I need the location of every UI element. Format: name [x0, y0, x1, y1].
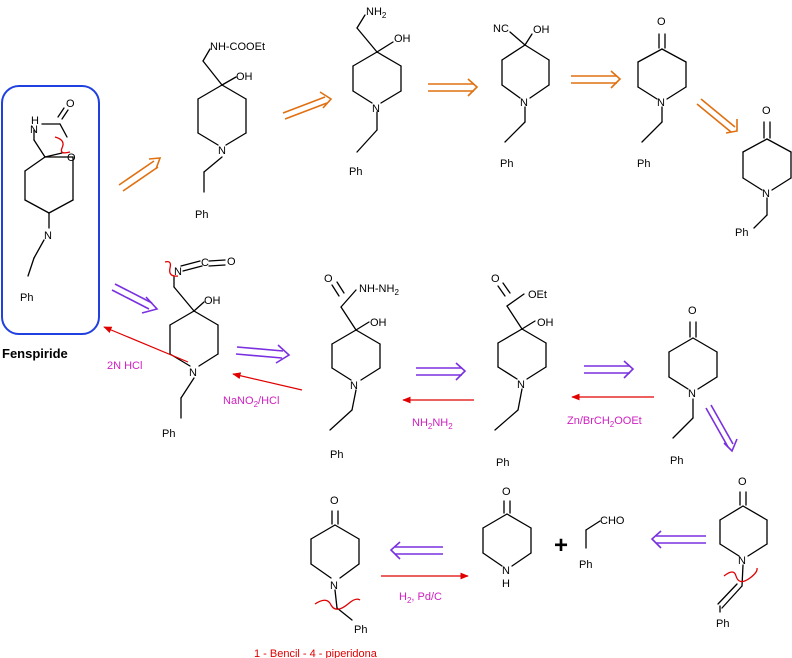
retro-arrow-purple-4	[584, 360, 635, 379]
atom-Ph: Ph	[330, 449, 343, 461]
atom-O: O	[491, 273, 500, 285]
reagent-hcl: 2N HCl	[107, 360, 142, 372]
retro-arrow-purple-6	[650, 530, 706, 549]
atom-OH: OH	[204, 295, 221, 307]
atom-O: O	[738, 476, 747, 488]
atom-Ph: Ph	[735, 227, 748, 239]
aminomethyl-structure	[352, 14, 402, 153]
atom-Ph: Ph	[354, 624, 367, 636]
atom-Ph: Ph	[162, 428, 175, 440]
atom-N: N	[330, 580, 338, 592]
retro-arrow-orange-1	[118, 157, 162, 192]
atom-N: N	[174, 266, 182, 278]
atom-O: O	[502, 486, 511, 498]
atom-N: N	[502, 565, 510, 577]
atom-hydrazide: NH-NH2	[359, 283, 399, 297]
atom-N: N	[738, 555, 746, 567]
atom-N: N	[44, 230, 52, 242]
atom-Ph: Ph	[496, 457, 509, 469]
phenylacetaldehyde-structure	[585, 520, 601, 549]
retro-arrow-purple-1	[111, 283, 159, 314]
atom-N: N	[372, 103, 380, 115]
benzyl-piperidone-2-structure	[310, 510, 361, 621]
atom-OH: OH	[533, 24, 550, 36]
retro-arrow-orange-5	[696, 98, 738, 134]
hydrazide-structure	[329, 281, 381, 431]
carbamate-structure	[197, 48, 247, 193]
isocyanate-structure	[164, 259, 226, 419]
atom-OH: OH	[370, 317, 387, 329]
atom-Ph: Ph	[500, 158, 513, 170]
atom-OH: OH	[537, 317, 554, 329]
atom-C: C	[201, 257, 209, 269]
atom-N: N	[657, 97, 665, 109]
phenethyl-piperidone-structure	[637, 33, 687, 143]
retro-arrow-orange-4	[571, 70, 622, 89]
atom-N: N	[520, 97, 528, 109]
atom-Ph: Ph	[716, 618, 729, 630]
ester-structure	[494, 282, 547, 431]
atom-NH2: NH2	[366, 6, 387, 20]
atom-Ph: Ph	[579, 559, 592, 571]
atom-N: N	[517, 379, 525, 391]
atom-NC: NC	[493, 23, 509, 35]
atom-N: N	[350, 380, 358, 392]
atom-NHCOOEt: NH-COOEt	[210, 41, 265, 53]
atom-Ph: Ph	[670, 455, 683, 467]
atom-CHO: CHO	[600, 515, 625, 527]
atom-Ph: Ph	[637, 158, 650, 170]
atom-H: H	[502, 578, 510, 590]
atom-H: H	[31, 115, 39, 127]
atom-OH: OH	[394, 33, 411, 45]
compound-title: Fenspiride	[2, 346, 68, 361]
atom-O: O	[688, 305, 697, 317]
piperidone-structure	[482, 500, 532, 567]
retro-arrow-purple-5	[705, 404, 738, 453]
reagent-h2-pdc: H2, Pd/C	[399, 591, 442, 605]
atom-O: O	[324, 273, 333, 285]
atom-N: N	[762, 188, 770, 200]
product-label: 1 - Bencil - 4 - piperidona	[254, 648, 378, 658]
atom-N: N	[30, 124, 38, 136]
atom-O: O	[66, 98, 75, 110]
atom-N: N	[688, 388, 696, 400]
atom-O: O	[67, 152, 76, 164]
plus-sign: +	[554, 532, 568, 559]
reagent-nh2nh2: NH2NH2	[412, 417, 453, 431]
cyanohydrin-structure	[501, 31, 550, 143]
fenspiride-box[interactable]	[1, 85, 100, 335]
forward-arrow-nano2	[232, 372, 303, 391]
atom-OH: OH	[236, 71, 253, 83]
styryl-piperidone-structure	[717, 491, 768, 613]
atom-O: O	[330, 495, 339, 507]
atom-O: O	[657, 16, 666, 28]
atom-N: N	[218, 145, 226, 157]
retro-arrow-purple-3	[416, 362, 467, 381]
retro-arrow-purple-7	[389, 541, 443, 560]
atom-O: O	[227, 256, 236, 268]
retro-arrow-purple-2	[235, 344, 291, 364]
reagent-zn: Zn/BrCH2OOEt	[567, 415, 642, 429]
atom-O: O	[762, 105, 771, 117]
atom-OEt: OEt	[528, 289, 547, 301]
atom-Ph: Ph	[195, 209, 208, 221]
retro-arrow-orange-3	[428, 78, 479, 97]
atom-N: N	[189, 367, 197, 379]
atom-Ph: Ph	[20, 292, 33, 304]
benzyl-piperidone-structure	[742, 121, 792, 229]
atom-Ph: Ph	[349, 166, 362, 178]
forward-arrow-hcl	[103, 326, 189, 363]
phenethyl-piperidone-2-structure	[668, 321, 718, 439]
reagent-nano2: NaNO2/HCl	[223, 395, 279, 409]
fenspiride-structure	[24, 107, 74, 277]
retro-arrow-orange-2	[282, 91, 333, 120]
